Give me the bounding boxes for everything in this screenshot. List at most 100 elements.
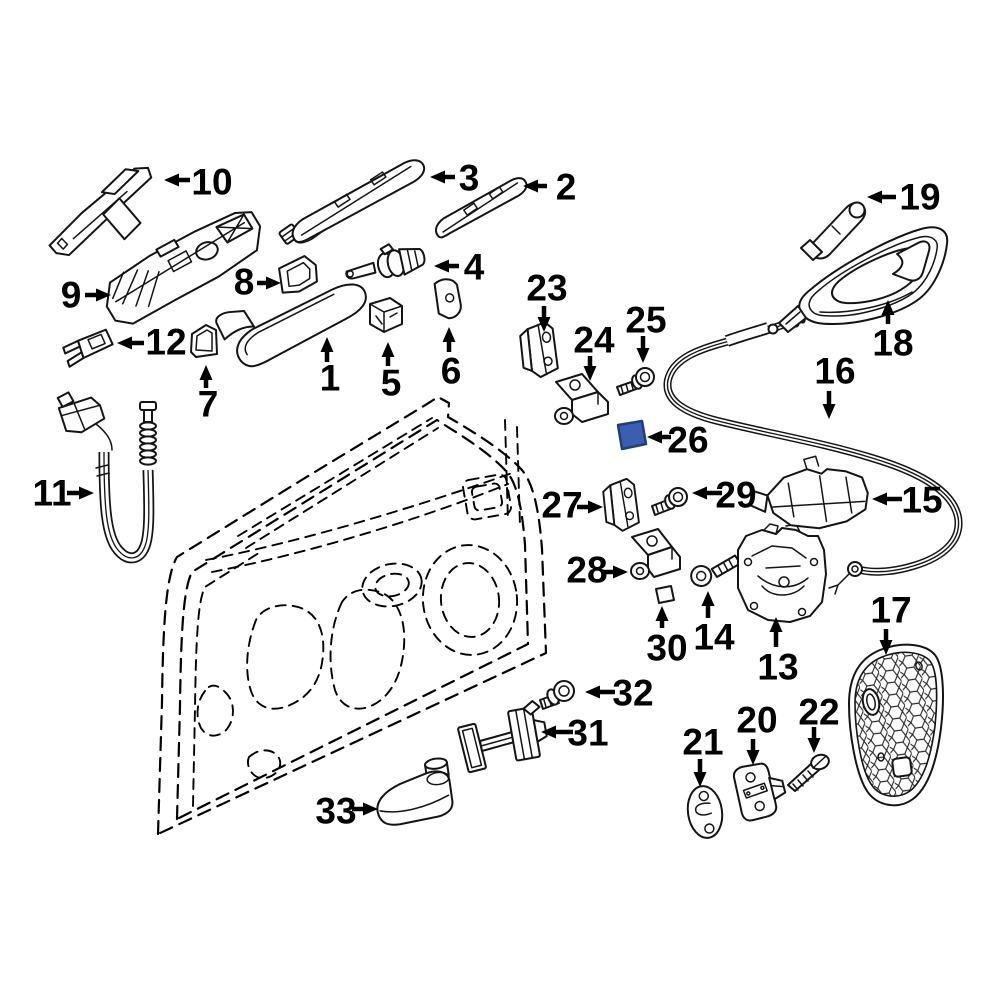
callout-arrowhead-22	[807, 738, 821, 753]
part-7-corner-cover	[190, 324, 218, 358]
callout-arrowhead-33	[363, 802, 378, 816]
part-number-10: 10	[191, 162, 232, 203]
callout-arrowhead-23	[537, 317, 551, 332]
callout-arrowhead-18	[881, 300, 895, 315]
part-number-20: 20	[736, 700, 777, 741]
callout-arrowhead-31	[541, 725, 556, 739]
callout-8: 8	[234, 262, 281, 303]
callout-arrowhead-32	[585, 685, 600, 699]
part-number-25: 25	[625, 300, 666, 341]
cable-end-fitting	[828, 561, 863, 595]
part-27-hinge	[602, 477, 640, 532]
callout-19: 19	[867, 177, 941, 218]
part-number-23: 23	[526, 268, 567, 309]
part-number-17: 17	[870, 590, 911, 631]
callout-31: 31	[541, 713, 609, 754]
callout-arrowhead-17	[879, 640, 893, 655]
callout-33: 33	[315, 791, 378, 832]
part-number-4: 4	[464, 247, 485, 288]
callout-arrowhead-8	[266, 276, 281, 290]
part-13-door-lock-actuator	[737, 523, 827, 623]
callout-arrowhead-25	[636, 348, 650, 363]
callout-3: 3	[430, 158, 479, 199]
part-18-interior-handle	[767, 226, 949, 335]
callout-18: 18	[872, 300, 914, 364]
part-26-spacer-highlighted	[616, 419, 648, 451]
callout-arrowhead-9	[96, 288, 111, 302]
callout-10: 10	[164, 162, 233, 203]
part-number-7: 7	[198, 384, 219, 425]
part-number-13: 13	[757, 647, 798, 688]
callout-24: 24	[573, 320, 615, 381]
part-number-27: 27	[541, 485, 582, 526]
callout-arrowhead-15	[872, 492, 887, 506]
callout-arrowhead-4	[434, 259, 449, 273]
callout-5: 5	[381, 342, 402, 404]
callout-23: 23	[526, 268, 568, 332]
part-number-5: 5	[381, 363, 402, 404]
callout-arrowhead-19	[867, 190, 882, 204]
callout-2: 2	[523, 167, 576, 208]
part-number-12: 12	[145, 322, 186, 363]
callout-28: 28	[566, 550, 628, 591]
part-32-bolt	[539, 680, 575, 710]
callout-arrowhead-26	[647, 430, 662, 444]
callout-arrowhead-28	[613, 565, 628, 579]
part-23-hinge	[519, 321, 559, 379]
callout-30: 30	[646, 606, 688, 669]
part-6-handle-cap	[433, 278, 462, 320]
part-number-15: 15	[901, 480, 942, 521]
part-8-handle-gasket	[278, 255, 318, 294]
callout-arrowhead-5	[381, 342, 395, 357]
part-number-6: 6	[441, 351, 462, 392]
part-number-31: 31	[567, 713, 608, 754]
callout-27: 27	[541, 485, 603, 526]
part-number-9: 9	[61, 275, 82, 316]
callout-arrowhead-16	[822, 404, 836, 419]
callout-29: 29	[692, 475, 757, 516]
part-9-handle-carrier	[105, 211, 262, 325]
part-10-bracket	[48, 166, 153, 257]
grille-emblem	[861, 688, 881, 716]
callout-4: 4	[434, 247, 485, 288]
callout-13: 13	[757, 617, 799, 688]
part-1-exterior-handle	[215, 283, 367, 368]
callout-16: 16	[814, 351, 856, 419]
callout-14: 14	[693, 591, 735, 658]
callout-26: 26	[647, 420, 709, 461]
callout-arrowhead-13	[769, 617, 783, 632]
part-number-26: 26	[667, 420, 708, 461]
callout-6: 6	[441, 327, 462, 392]
part-12-clip	[62, 328, 114, 368]
callout-arrowhead-27	[588, 500, 603, 514]
part-number-2: 2	[556, 167, 577, 208]
part-number-28: 28	[566, 550, 607, 591]
callout-22: 22	[798, 692, 840, 753]
callout-12: 12	[117, 322, 187, 363]
part-21-striker-shim	[686, 785, 724, 839]
part-30-spacer	[655, 585, 675, 604]
part-number-21: 21	[682, 722, 723, 763]
part-22-striker-screw	[787, 753, 830, 792]
part-number-8: 8	[234, 262, 255, 303]
part-33-check-cover	[376, 757, 454, 826]
callout-21: 21	[682, 722, 724, 787]
part-number-16: 16	[814, 351, 855, 392]
part-17-speaker-grille	[848, 643, 944, 807]
part-number-18: 18	[872, 323, 913, 364]
part-number-22: 22	[798, 692, 839, 733]
callout-arrowhead-10	[164, 173, 179, 187]
callout-11: 11	[32, 473, 94, 514]
callout-arrowhead-14	[701, 591, 715, 606]
callout-arrowhead-6	[442, 327, 456, 342]
callout-arrowhead-30	[655, 606, 669, 621]
part-number-24: 24	[573, 320, 615, 361]
callout-arrowhead-7	[199, 365, 213, 380]
callout-arrowhead-21	[693, 772, 707, 787]
part-28-hinge-bracket	[630, 528, 681, 580]
part-number-30: 30	[646, 628, 687, 669]
callout-17: 17	[870, 590, 912, 655]
